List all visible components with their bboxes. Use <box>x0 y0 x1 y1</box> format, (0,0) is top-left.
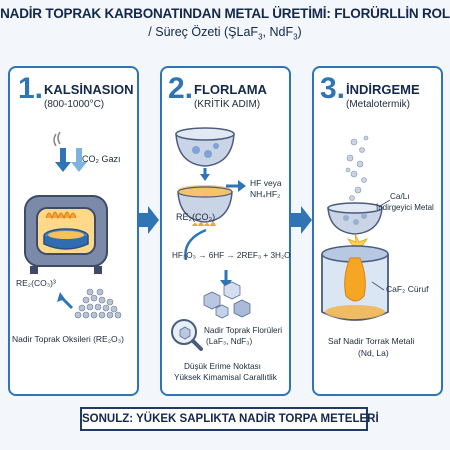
hf-arrow-icon <box>238 180 246 192</box>
step-2-subtitle: (KRİTİK ADIM) <box>194 99 261 110</box>
reducer-bowl-icon <box>327 202 383 235</box>
flow-arrow-1-icon <box>138 206 159 234</box>
diagram-title: NADİR TOPRAK KARBONATINDAN METAL ÜRETİMİ… <box>0 6 450 42</box>
step-3-number: 3. <box>320 72 346 105</box>
magnifier-icon <box>171 319 203 351</box>
kiln-icon <box>24 195 108 274</box>
metal-label-line1: Saf Nadir Torrak Metali <box>328 336 415 346</box>
metal-label-line2: (Nd, La) <box>358 348 389 358</box>
title-line-1: NADİR TOPRAK KARBONATINDAN METAL ÜRETİMİ… <box>0 6 450 21</box>
step-2-panel: 2. FLORLAMA (KRİTİK ADIM) <box>160 66 291 396</box>
fluorides-label-line2: (LaF₃, NdF₃) <box>206 337 253 346</box>
gas-arrows-icon <box>53 131 87 172</box>
reaction-vessel-icon <box>177 185 233 226</box>
hf-label-line1: HF veya <box>250 178 282 188</box>
down-arrow-icon <box>220 280 232 288</box>
properties-line2: Yüksek Kimamisal Carallıtlik <box>174 373 277 382</box>
fluorides-label-line1: Nadir Toprak Florüleri <box>204 326 283 335</box>
step-1-name: KALSİNASION <box>44 82 134 97</box>
oxide-powder-icon <box>74 288 122 319</box>
reactor-bowl-icon <box>175 127 235 181</box>
properties-line1: Düşük Erime Noktası <box>184 362 261 371</box>
step-1-panel: 1. KALSİNASION (800-1000°C) <box>8 66 139 396</box>
reaction-equation: HF₃O₃ → 6HF → 2REF₃ + 3H₂O <box>172 251 291 260</box>
reduction-illustration <box>321 135 391 321</box>
fluorination-illustration <box>171 127 251 351</box>
slag-label: CaF₂ Cüruf <box>386 284 429 294</box>
step-2-name: FLORLAMA <box>194 82 267 97</box>
conclusion-box: SONULZ: YÜKEK SAPLIKTA NADİR TORPA METEL… <box>80 407 379 431</box>
step-1-subtitle: (800-1000°C) <box>44 99 105 110</box>
crucible-icon <box>321 245 389 321</box>
step-3-panel: 3. İNDİRGEME (Metalotermik) Ca/Lı İndi <box>312 66 443 396</box>
kiln-illustration <box>24 131 122 319</box>
step-3-subtitle: (Metalotermik) <box>346 99 410 110</box>
fluoride-crystals-icon <box>203 281 251 319</box>
reducer-label-line2: İndirgeyici Metal <box>376 203 434 212</box>
reducer-label-line1: Ca/Lı <box>390 192 410 201</box>
oxides-label: Nadir Toprak Oksileri (RE₂O₃) <box>12 334 124 344</box>
step-3-name: İNDİRGEME <box>346 82 420 97</box>
vessel-label: RE₂(CO₃) <box>176 212 216 222</box>
carbonate-label: RE₂(CO₃)³ <box>16 278 56 288</box>
up-arrow-icon <box>57 292 65 302</box>
title-line-2: / Süreç Özeti (ŞLaF3, NdF3) <box>148 25 302 42</box>
co2-gas-label: CO₂ Gazı <box>82 154 121 164</box>
hf-label-line2: NH₄HF₂ <box>250 189 281 199</box>
step-1-number: 1. <box>18 72 44 105</box>
flow-arrow-2-icon <box>291 206 312 234</box>
bubbles-icon <box>345 135 369 201</box>
step-2-number: 2. <box>168 72 194 105</box>
